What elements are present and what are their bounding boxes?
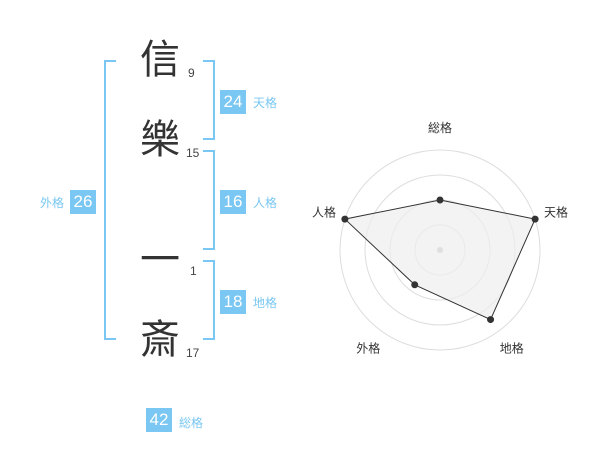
radar-axis-label-2: 天格 [544,204,568,219]
name-char-3: 一 [140,237,180,283]
radar-point-3 [487,316,495,324]
radar-point-5 [341,215,349,223]
radar-ring [339,149,541,351]
radar-axis-label-4: 外格 [356,341,380,356]
radar-point-4 [411,281,419,289]
gaikaku-bracket [104,60,116,340]
name-char-1: 信 [140,37,180,83]
chikaku-bracket [203,260,215,340]
radar-point-2 [531,215,539,223]
jinkaku-label: 人格 [253,196,278,210]
stroke-count-4: 17 [186,346,200,360]
stroke-count-1: 9 [188,66,195,80]
radar-axis-label-3: 地格 [500,341,524,356]
tenkaku-value-badge: 24 [220,90,246,114]
radar-point-1 [436,196,444,204]
stroke-count-2: 15 [186,146,200,160]
stroke-count-3: 1 [190,264,197,278]
chikaku-value-badge: 18 [220,290,246,314]
radar-axis-label-1: 総格 [428,120,452,135]
name-char-4: 斎 [140,317,180,363]
tenkaku-label: 天格 [253,96,278,110]
name-char-2: 樂 [140,117,180,163]
gaikaku-label: 外格 [40,196,65,210]
chikaku-label: 地格 [253,296,278,310]
radar-area [343,199,536,321]
jinkaku-bracket [203,150,215,250]
gaikaku-value-badge: 26 [70,190,96,214]
jinkaku-value-badge: 16 [220,190,246,214]
soukaku-value-badge: 42 [146,408,172,432]
soukaku-label: 総格 [179,416,204,430]
radar-axis-label-5: 人格 [312,204,336,219]
tenkaku-bracket [203,60,215,140]
